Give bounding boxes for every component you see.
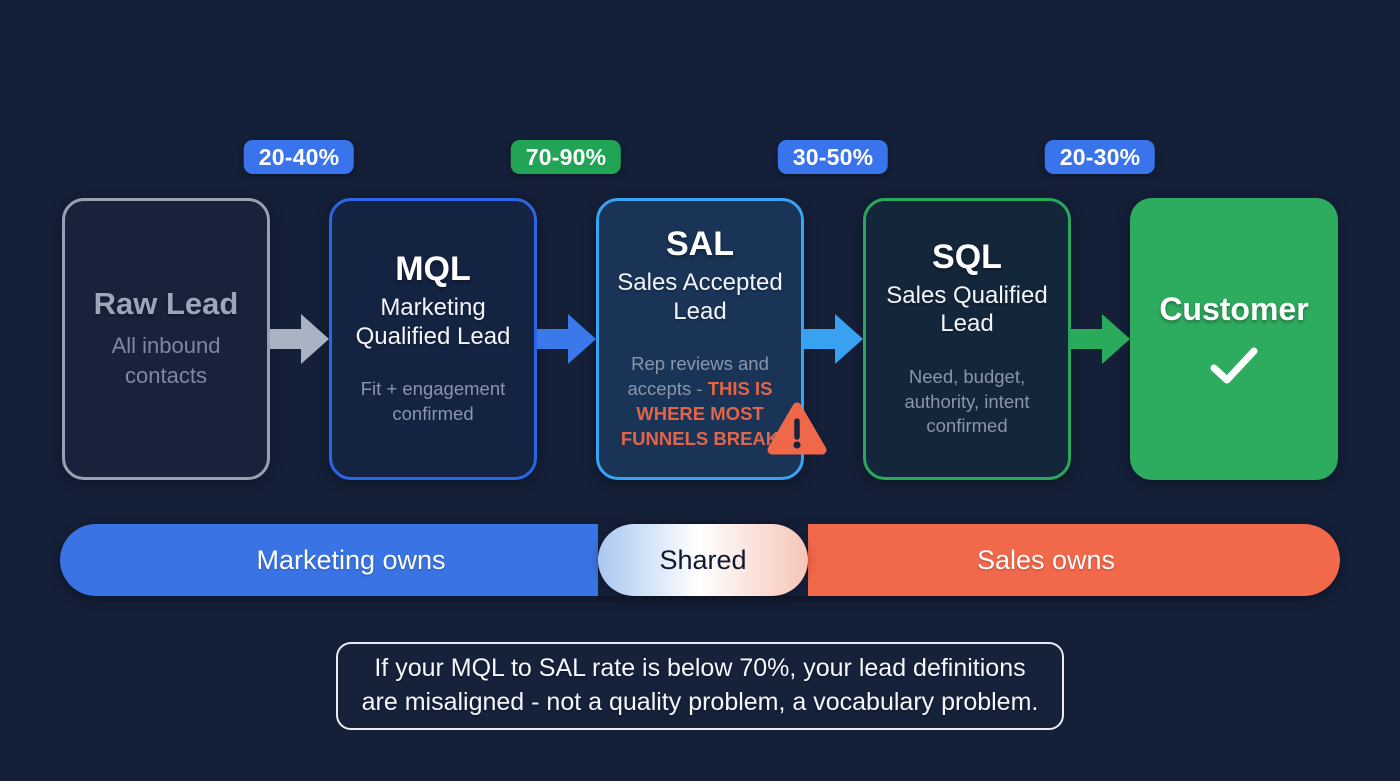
- stage-card-sal: SAL Sales Accepted Lead Rep reviews and …: [596, 198, 804, 480]
- ownership-sales-label: Sales owns: [976, 544, 1116, 575]
- stage-description: Fit + engagement confirmed: [360, 378, 506, 424]
- ownership-segment-shared: Shared: [598, 524, 808, 596]
- stage-subtitle: Sales Accepted Lead: [617, 269, 783, 325]
- stage-card-sql: SQL Sales Qualified Lead Need, budget, a…: [863, 198, 1071, 480]
- stage-title: Raw Lead: [93, 286, 239, 322]
- stage-description: Rep reviews and accepts - THIS IS WHERE …: [611, 352, 789, 452]
- stage-title: SQL: [932, 237, 1002, 276]
- warning-triangle-icon: [767, 402, 827, 455]
- ownership-segment-marketing: Marketing owns: [60, 524, 598, 596]
- conversion-badge-sql-to-customer: 20-30%: [1044, 140, 1156, 174]
- stage-title: Customer: [1159, 291, 1309, 328]
- conversion-badge-sal-to-sql: 30-50%: [777, 140, 889, 174]
- conversion-badge-mql-to-sal: 70-90%: [510, 140, 622, 174]
- arrow-mql-to-sal-icon: [537, 314, 596, 364]
- stage-description: Need, budget, authority, intent confirme…: [904, 365, 1030, 437]
- arrow-sql-to-customer-icon: [1071, 314, 1130, 364]
- insight-note-box: If your MQL to SAL rate is below 70%, yo…: [336, 642, 1064, 730]
- ownership-shared-label: Shared: [659, 544, 747, 575]
- ownership-segment-sales: Sales owns: [808, 524, 1340, 596]
- stage-description: All inbound contacts: [111, 333, 221, 389]
- stage-card-customer: Customer: [1130, 198, 1338, 480]
- stage-title: SAL: [666, 225, 734, 264]
- ownership-bar: Marketing owns Shared Sales owns: [60, 524, 1340, 596]
- conversion-badge-raw-to-mql: 20-40%: [243, 140, 355, 174]
- ownership-marketing-label: Marketing owns: [256, 544, 446, 575]
- stage-description-highlight: THIS IS WHERE MOST FUNNELS BREAK: [620, 378, 780, 449]
- stage-description-normal: Rep reviews and accepts -: [627, 353, 769, 400]
- stage-card-raw-lead: Raw Lead All inbound contacts: [62, 198, 270, 480]
- stage-title: MQL: [395, 250, 471, 289]
- arrow-sal-to-sql-icon: [804, 314, 863, 364]
- checkmark-icon: [1210, 347, 1258, 384]
- stage-subtitle: Marketing Qualified Lead: [355, 294, 511, 350]
- insight-note-text: If your MQL to SAL rate is below 70%, yo…: [361, 654, 1039, 716]
- arrow-raw-to-mql-icon: [270, 314, 329, 364]
- stage-card-mql: MQL Marketing Qualified Lead Fit + engag…: [329, 198, 537, 480]
- stage-subtitle: Sales Qualified Lead: [886, 281, 1048, 338]
